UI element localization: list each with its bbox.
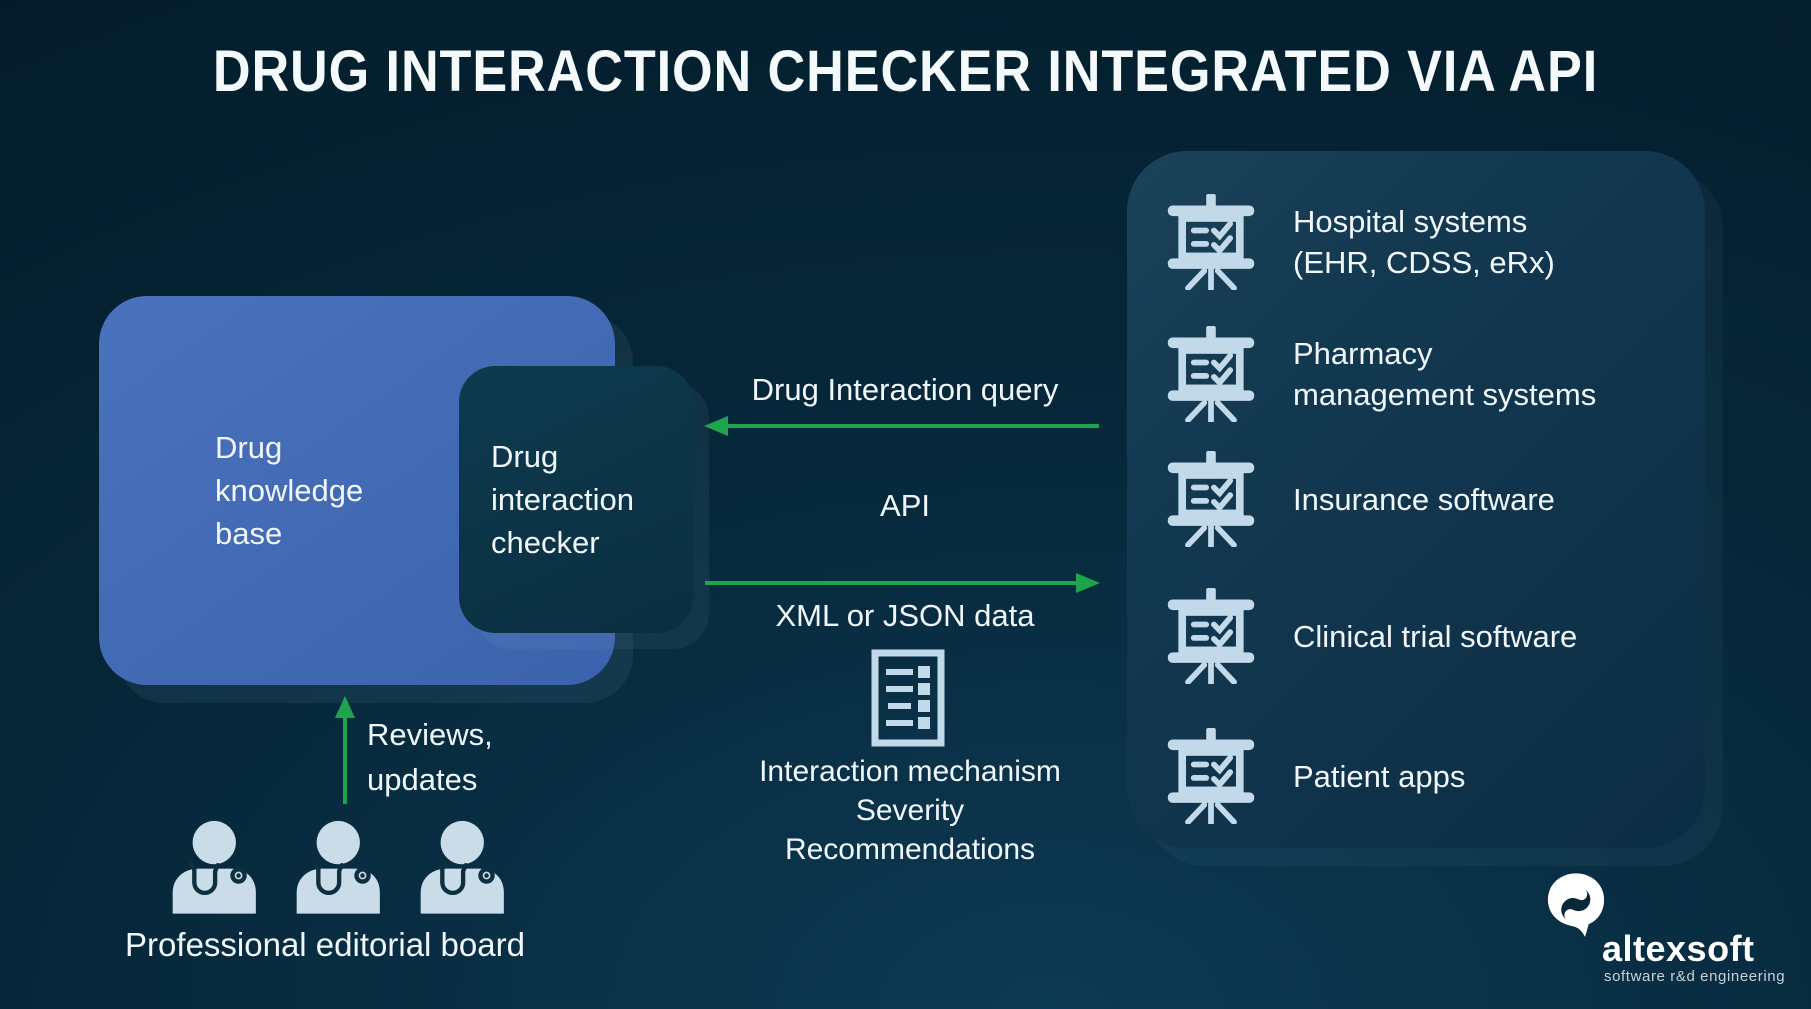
- arrow-up-icon: [335, 696, 355, 804]
- doctor-icon: [172, 820, 256, 914]
- panel-item-label: Pharmacy management systems: [1293, 336, 1597, 412]
- doctor-icon: [420, 820, 504, 914]
- api-response-details: Interaction mechanism Severity Recommend…: [759, 755, 1061, 866]
- document-list-icon: [871, 649, 945, 747]
- altexsoft-logo-tagline: software r&d engineering: [1604, 968, 1786, 985]
- panel-item-pharmacy-systems: Pharmacy management systems: [1163, 326, 1687, 422]
- arrow-right-icon: [705, 573, 1100, 593]
- panel-item-label: Hospital systems (EHR, CDSS, eRx): [1293, 204, 1555, 280]
- editorial-board-icons: [164, 814, 516, 918]
- page-title: DRUG INTERACTION CHECKER INTEGRATED VIA …: [212, 39, 1599, 104]
- panel-item-label: Patient apps: [1293, 758, 1466, 794]
- reviews-updates-label: Reviews, updates: [367, 717, 493, 797]
- drug-interaction-checker-label: Drug interaction checker: [491, 439, 635, 560]
- panel-item-insurance-software: Insurance software: [1163, 451, 1687, 547]
- presentation-board-icon: [1167, 451, 1255, 547]
- presentation-board-icon: [1167, 588, 1255, 684]
- panel-item-label: Insurance software: [1293, 481, 1555, 517]
- presentation-board-icon: [1167, 728, 1255, 824]
- query-label: Drug Interaction query: [751, 372, 1059, 407]
- editorial-board-caption: Professional editorial board: [125, 926, 525, 963]
- altexsoft-logo-icon: [1547, 873, 1605, 937]
- panel-item-clinical-trial-software: Clinical trial software: [1163, 588, 1687, 684]
- panel-item-patient-apps: Patient apps: [1163, 728, 1687, 824]
- panel-item-label: Clinical trial software: [1293, 618, 1578, 654]
- presentation-board-icon: [1167, 194, 1255, 290]
- doctor-icon: [296, 820, 380, 914]
- drug-knowledge-base-label: Drug knowledge base: [215, 430, 364, 551]
- response-label: XML or JSON data: [775, 598, 1035, 633]
- arrow-left-icon: [704, 416, 1099, 436]
- consumer-systems-panel: Hospital systems (EHR, CDSS, eRx): [1127, 151, 1705, 848]
- presentation-board-icon: [1167, 326, 1255, 422]
- altexsoft-logo-name: altexsoft: [1602, 928, 1755, 969]
- drug-interaction-checker-box: Drug interaction checker: [459, 366, 693, 633]
- api-label: API: [880, 488, 930, 523]
- panel-item-hospital-systems: Hospital systems (EHR, CDSS, eRx): [1163, 194, 1687, 290]
